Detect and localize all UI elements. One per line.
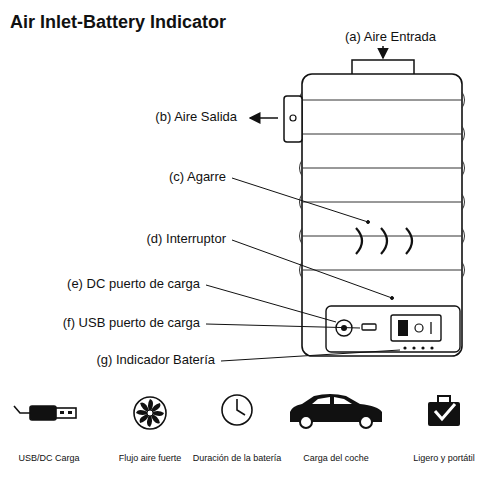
feature-caption: USB/DC Carga <box>4 453 94 463</box>
feature-caption: Ligero y portátil <box>399 453 489 463</box>
fan-icon <box>134 397 166 429</box>
feature-caption: Duración de la batería <box>192 453 282 463</box>
switch-rocker <box>398 320 408 336</box>
callout-label: (c) Agarre <box>169 170 226 185</box>
callout-label: (f) USB puerto de carga <box>63 316 200 331</box>
pump-body <box>302 74 462 356</box>
briefcase-icon <box>428 396 460 426</box>
grip-marks <box>356 228 412 254</box>
callout-label: (a) Aire Entrada <box>345 30 436 45</box>
clock-icon <box>222 395 252 425</box>
callout-label: (g) Indicador Batería <box>96 353 215 368</box>
callout-label: (e) DC puerto de carga <box>67 277 200 292</box>
outlet-arrow <box>250 117 278 119</box>
power-switch <box>391 315 441 341</box>
inlet-arrow <box>382 46 384 58</box>
usb-port <box>362 324 376 330</box>
battery-leds <box>403 346 433 349</box>
control-panel <box>326 306 460 352</box>
usb-icon <box>14 406 76 420</box>
callout-label: (b) Aire Salida <box>155 110 237 125</box>
switch-mark <box>415 324 423 332</box>
callout-label: (d) Interruptor <box>147 232 226 247</box>
car-icon <box>290 394 382 428</box>
leader-lines <box>206 178 400 361</box>
outlet-hole <box>290 115 296 121</box>
feature-caption: Carga del coche <box>291 453 381 463</box>
grip-bands <box>300 92 465 278</box>
air-outlet <box>284 96 302 142</box>
feature-caption: Flujo aire fuerte <box>105 453 195 463</box>
switch-mark <box>430 322 431 334</box>
diagram-title: Air Inlet-Battery Indicator <box>10 12 226 33</box>
